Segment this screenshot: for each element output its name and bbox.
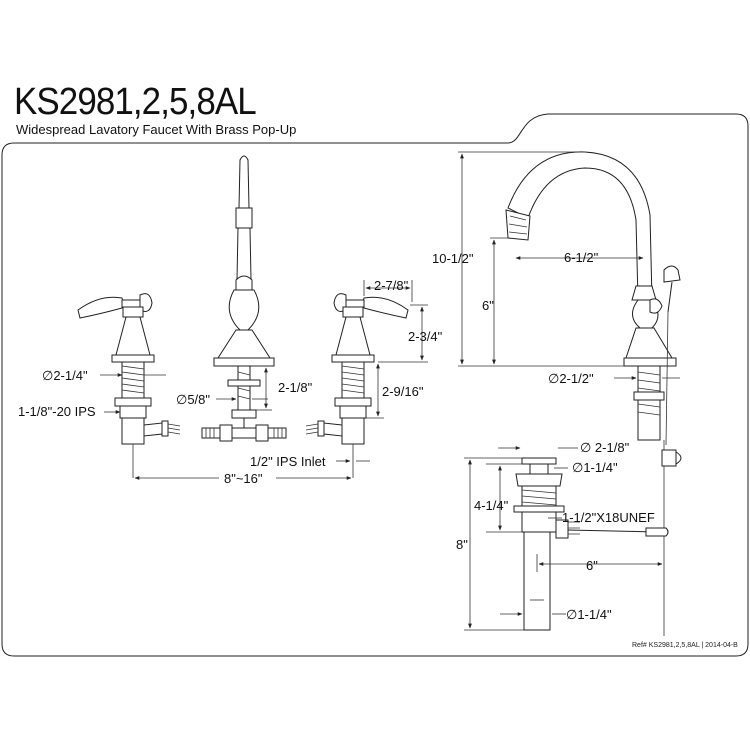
label-center-spread: 8"~16" [224,471,263,486]
label-spout-total-height: 10-1/2" [432,251,474,266]
label-handle-spread: 2-7/8" [374,278,409,293]
label-spout-base-dia: ∅2-1/2" [548,371,594,386]
drawing-frame [1,113,749,657]
right-handle [305,293,409,478]
label-pivot-rod-length: 6" [586,558,598,573]
product-subtitle: Widespread Lavatory Faucet With Brass Po… [16,122,297,137]
label-spout-shank-dia: ∅5/8" [176,392,210,407]
pop-up-drain [513,457,669,631]
label-handle-shank-length: 2-9/16" [382,384,424,399]
label-drain-total-length: 8" [456,537,468,552]
label-inlet: 1/2" IPS Inlet [250,454,326,469]
left-handle [77,293,181,478]
label-drain-flange-dia: ∅ 2-1/8" [580,440,630,455]
dimension-labels: ∅2-1/4" 1-1/8"-20 IPS ∅5/8" 2-1/8" 2-7/8… [18,250,738,649]
label-supply-thread: 1-1/8"-20 IPS [18,404,96,419]
label-handle-base-dia: ∅2-1/4" [42,368,88,383]
spout-side-view [505,151,682,636]
label-drain-body-dia: ∅1-1/4" [572,460,618,475]
label-drain-thread: 1-1/2"X18UNEF [562,510,655,525]
label-spout-shank-length: 2-1/8" [278,380,313,395]
center-spout [201,155,287,442]
label-drain-upper-length: 4-1/4" [474,498,509,513]
label-handle-height: 2-3/4" [408,329,443,344]
reference-number: Ref# KS2981,2,5,8AL | 2014-04-B [632,642,738,649]
label-tailpiece-dia: ∅1-1/4" [566,607,612,622]
model-title: KS2981,2,5,8AL [14,81,257,123]
dimension-lines [100,151,680,631]
label-spout-reach: 6-1/2" [564,250,599,265]
label-spout-clearance: 6" [482,298,494,313]
